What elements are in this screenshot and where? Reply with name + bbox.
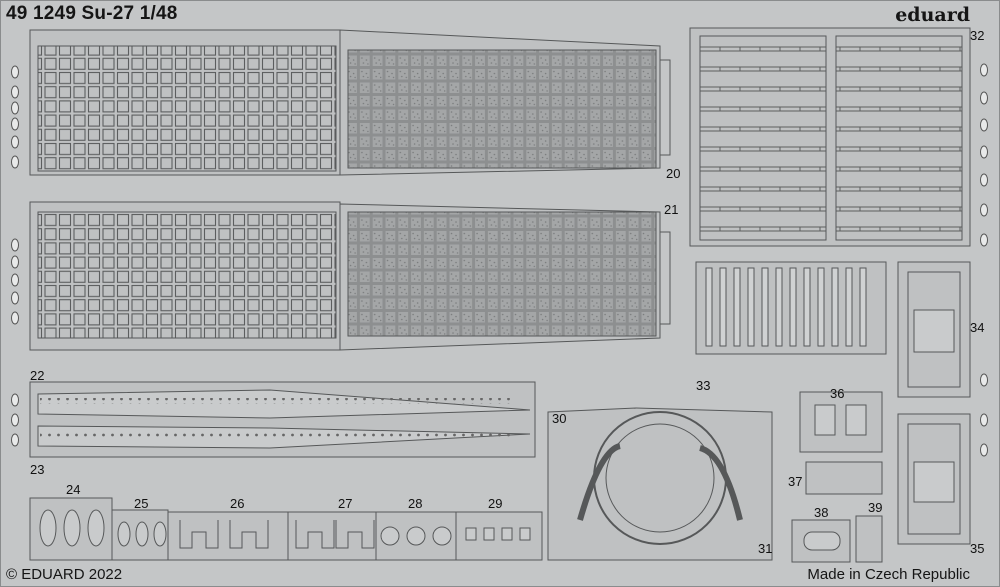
part-label-39: 39 (868, 500, 882, 515)
copyright-text: © EDUARD 2022 (6, 566, 123, 583)
part-label-34: 34 (970, 320, 984, 335)
part-label-31: 31 (758, 541, 772, 556)
part-label-38: 38 (814, 505, 828, 520)
part-25-discs (111, 509, 169, 561)
part-36-bracket (799, 391, 883, 453)
part-label-32: 32 (970, 28, 984, 43)
part-21-panel (29, 201, 671, 351)
part-label-29: 29 (488, 496, 502, 511)
part-label-30: 30 (552, 411, 566, 426)
sprue-teardrops-right (980, 63, 988, 457)
part-30-31-ring (547, 407, 773, 561)
part-33-bracket-row (695, 261, 887, 355)
part-35-frame (897, 413, 971, 545)
part-27-brackets (287, 511, 377, 561)
part-label-35: 35 (970, 541, 984, 556)
part-29-clips (455, 511, 543, 561)
part-20-panel (29, 29, 671, 176)
part-label-36: 36 (830, 386, 844, 401)
part-24-discs (29, 497, 113, 561)
part-label-23: 23 (30, 462, 44, 477)
part-label-37: 37 (788, 474, 802, 489)
part-37-bracket (805, 461, 883, 495)
part-label-27: 27 (338, 496, 352, 511)
origin-text: Made in Czech Republic (807, 566, 970, 583)
parts-22-23-strips (29, 381, 536, 458)
part-label-20: 20 (666, 166, 680, 181)
part-39-plate (855, 515, 883, 563)
part-label-33: 33 (696, 378, 710, 393)
part-label-28: 28 (408, 496, 422, 511)
part-label-25: 25 (134, 496, 148, 511)
part-label-21: 21 (664, 202, 678, 217)
part-38-plate (791, 519, 851, 563)
set-title: 49 1249 Su-27 1/48 (6, 3, 178, 24)
sprue-teardrops-left (11, 65, 19, 447)
part-label-22: 22 (30, 368, 44, 383)
part-26-brackets (167, 511, 289, 561)
brand-logo: eduard (895, 4, 970, 26)
part-28-rosettes (375, 511, 457, 561)
part-label-24: 24 (66, 482, 80, 497)
part-32-slat-panels (689, 27, 971, 247)
part-34-frame (897, 261, 971, 398)
part-label-26: 26 (230, 496, 244, 511)
